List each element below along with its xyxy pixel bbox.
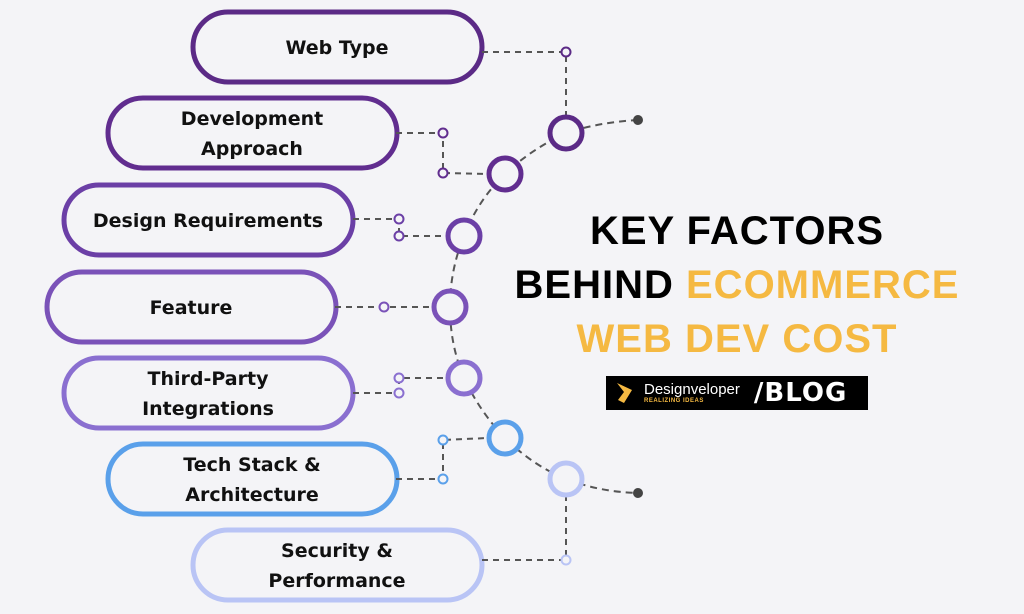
connector-dot <box>378 301 390 313</box>
factor-pill <box>190 9 485 85</box>
factor-label-line: Security & <box>281 540 393 562</box>
factor-pill <box>190 527 485 603</box>
factor-label-line: Integrations <box>142 398 274 420</box>
timeline-node <box>547 114 585 152</box>
timeline-node <box>431 288 469 326</box>
connector-line <box>353 377 447 394</box>
connector-dot <box>393 230 405 242</box>
headline-behind: BEHIND <box>514 263 686 307</box>
designveloper-blog-logo: Designveloper REALIZING IDEAS /BLOG <box>606 376 868 410</box>
factor-label: Feature <box>150 297 233 319</box>
factor-label-line: Tech Stack & <box>183 454 320 476</box>
factor-label-line: Feature <box>150 297 233 319</box>
logo-name: Designveloper <box>644 380 740 398</box>
end-dot-top <box>633 115 643 125</box>
factor-label-line: Approach <box>201 138 303 160</box>
timeline-node <box>486 419 524 457</box>
factor-label-line: Design Requirements <box>93 210 323 232</box>
headline: KEY FACTORS BEHIND ECOMMERCE WEB DEV COS… <box>487 204 987 366</box>
connector-dot <box>437 473 449 485</box>
factor-label-line: Development <box>181 108 323 130</box>
factor-label-line: Third-Party <box>148 368 270 390</box>
timeline-node <box>547 460 585 498</box>
connector-line <box>396 132 489 175</box>
headline-line-3: WEB DEV COST <box>576 317 898 361</box>
connector-dot <box>393 213 405 225</box>
factor-label-line: Architecture <box>185 484 318 506</box>
headline-line-1: KEY FACTORS <box>589 209 885 253</box>
factor-label-line: Performance <box>268 570 405 592</box>
end-dot-bottom <box>633 488 643 498</box>
logo-tagline: REALIZING IDEAS <box>644 397 704 404</box>
connector-dot <box>437 127 449 139</box>
connector-line <box>396 437 489 480</box>
headline-ecommerce: ECOMMERCE <box>686 263 960 307</box>
connector-dot <box>560 46 572 58</box>
connector-dot <box>560 554 572 566</box>
designveloper-logo-icon <box>617 383 632 403</box>
timeline-node <box>445 217 483 255</box>
factor-label-line: Web Type <box>286 37 389 59</box>
connector-dot <box>393 372 405 384</box>
connector-line <box>482 51 567 116</box>
connector-line <box>353 218 447 237</box>
headline-line-2: BEHIND ECOMMERCE <box>487 258 987 312</box>
timeline-node <box>445 359 483 397</box>
connector-dot <box>437 434 449 446</box>
connector-line <box>482 496 567 561</box>
factor-label: Design Requirements <box>93 210 323 232</box>
logo-blog: /BLOG <box>753 378 848 408</box>
connector-dot <box>393 387 405 399</box>
timeline-node <box>486 155 524 193</box>
factor-label: Web Type <box>286 37 389 59</box>
connector-dot <box>437 167 449 179</box>
factor-label: Security & Performance <box>268 540 405 592</box>
factor-label: Tech Stack & Architecture <box>183 454 320 506</box>
